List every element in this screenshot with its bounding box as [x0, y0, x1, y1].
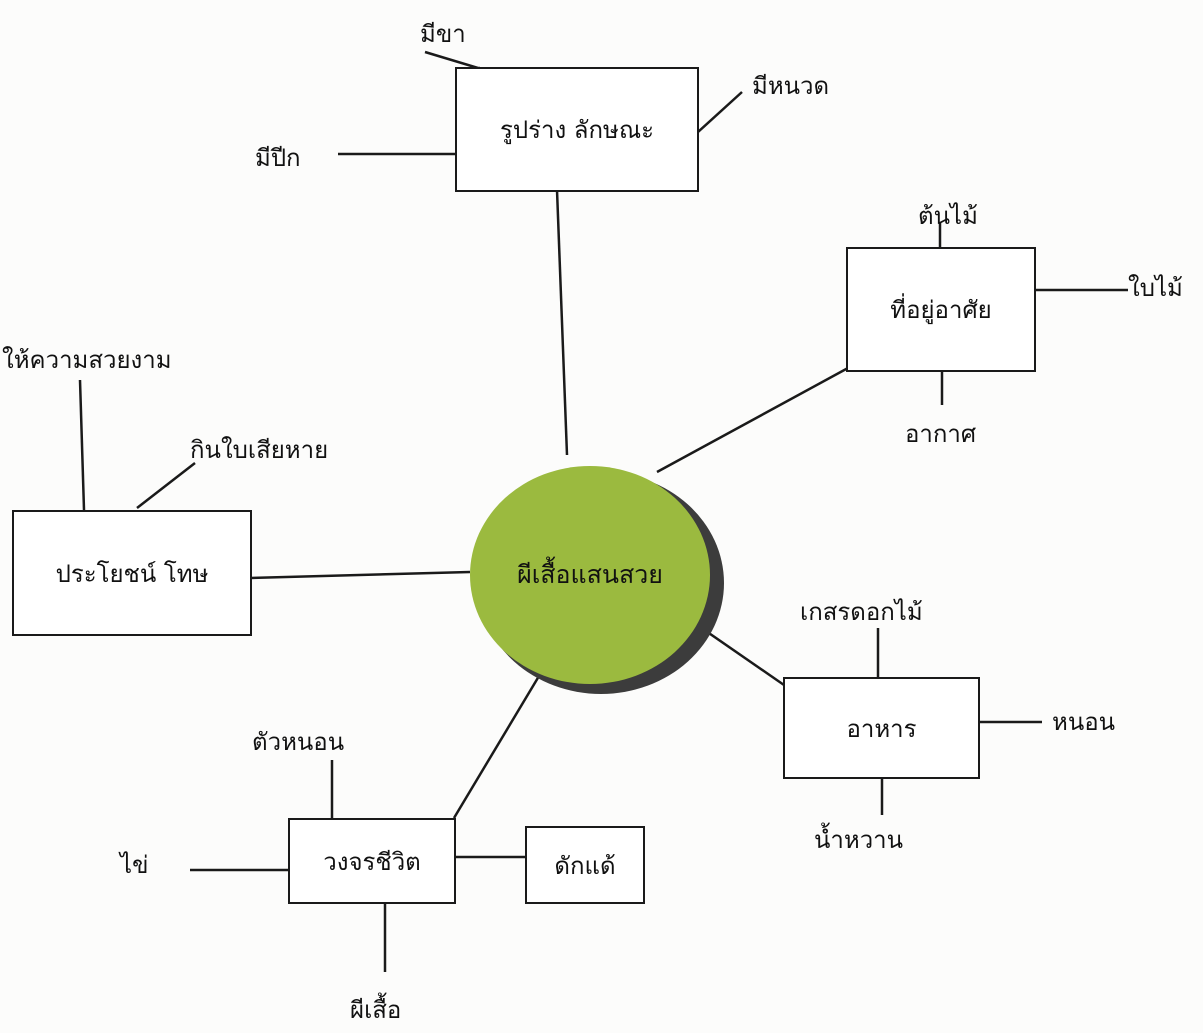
leaf-pollen: เกสรดอกไม้	[800, 598, 923, 626]
node-lifecycle-label: วงจรชีวิต	[323, 847, 421, 876]
node-lifecycle: วงจรชีวิต	[288, 818, 456, 904]
node-food-label: อาหาร	[846, 714, 917, 743]
leaf-egg: ไข่	[120, 851, 149, 879]
node-shape-label: รูปร่าง ลักษณะ	[499, 116, 655, 144]
leaf-tree: ต้นไม้	[918, 202, 978, 230]
node-benefit-label: ประโยชน์ โทษ	[55, 559, 209, 588]
node-shape: รูปร่าง ลักษณะ	[455, 67, 699, 192]
link-antennae	[697, 91, 743, 133]
leaf-wings: มีปีก	[255, 144, 301, 172]
link-center-benefit	[249, 570, 471, 580]
leaf-larva: ตัวหนอน	[252, 728, 345, 756]
leaf-legs: มีขา	[420, 20, 466, 48]
leaf-butterfly: ผีเสื้อ	[350, 996, 402, 1024]
node-habitat: ที่อยู่อาศัย	[846, 247, 1036, 372]
leaf-nectar: น้ำหวาน	[814, 826, 904, 854]
link-eat-leaves	[136, 462, 196, 509]
leaf-antennae: มีหนวด	[752, 72, 830, 100]
center-node: ผีเสื้อแสนสวย	[470, 466, 710, 684]
leaf-eat-leaves: กินใบเสียหาย	[190, 436, 329, 464]
node-food: อาหาร	[783, 677, 980, 779]
link-legs	[424, 50, 480, 70]
node-pupa: ดักแด้	[525, 826, 645, 904]
node-pupa-label: ดักแด้	[554, 851, 616, 880]
link-center-shape	[555, 189, 569, 456]
leaf-air: อากาศ	[905, 420, 977, 448]
node-benefit: ประโยชน์ โทษ	[12, 510, 252, 636]
leaf-beauty: ให้ความสวยงาม	[2, 346, 172, 374]
node-habitat-label: ที่อยู่อาศัย	[890, 296, 992, 324]
center-label: ผีเสื้อแสนสวย	[517, 560, 663, 589]
link-beauty	[78, 379, 86, 511]
link-center-lifecycle	[452, 665, 547, 819]
link-center-habitat	[656, 366, 849, 474]
leaf-worm: หนอน	[1052, 708, 1116, 736]
leaf-leaf: ใบไม้	[1128, 274, 1183, 302]
